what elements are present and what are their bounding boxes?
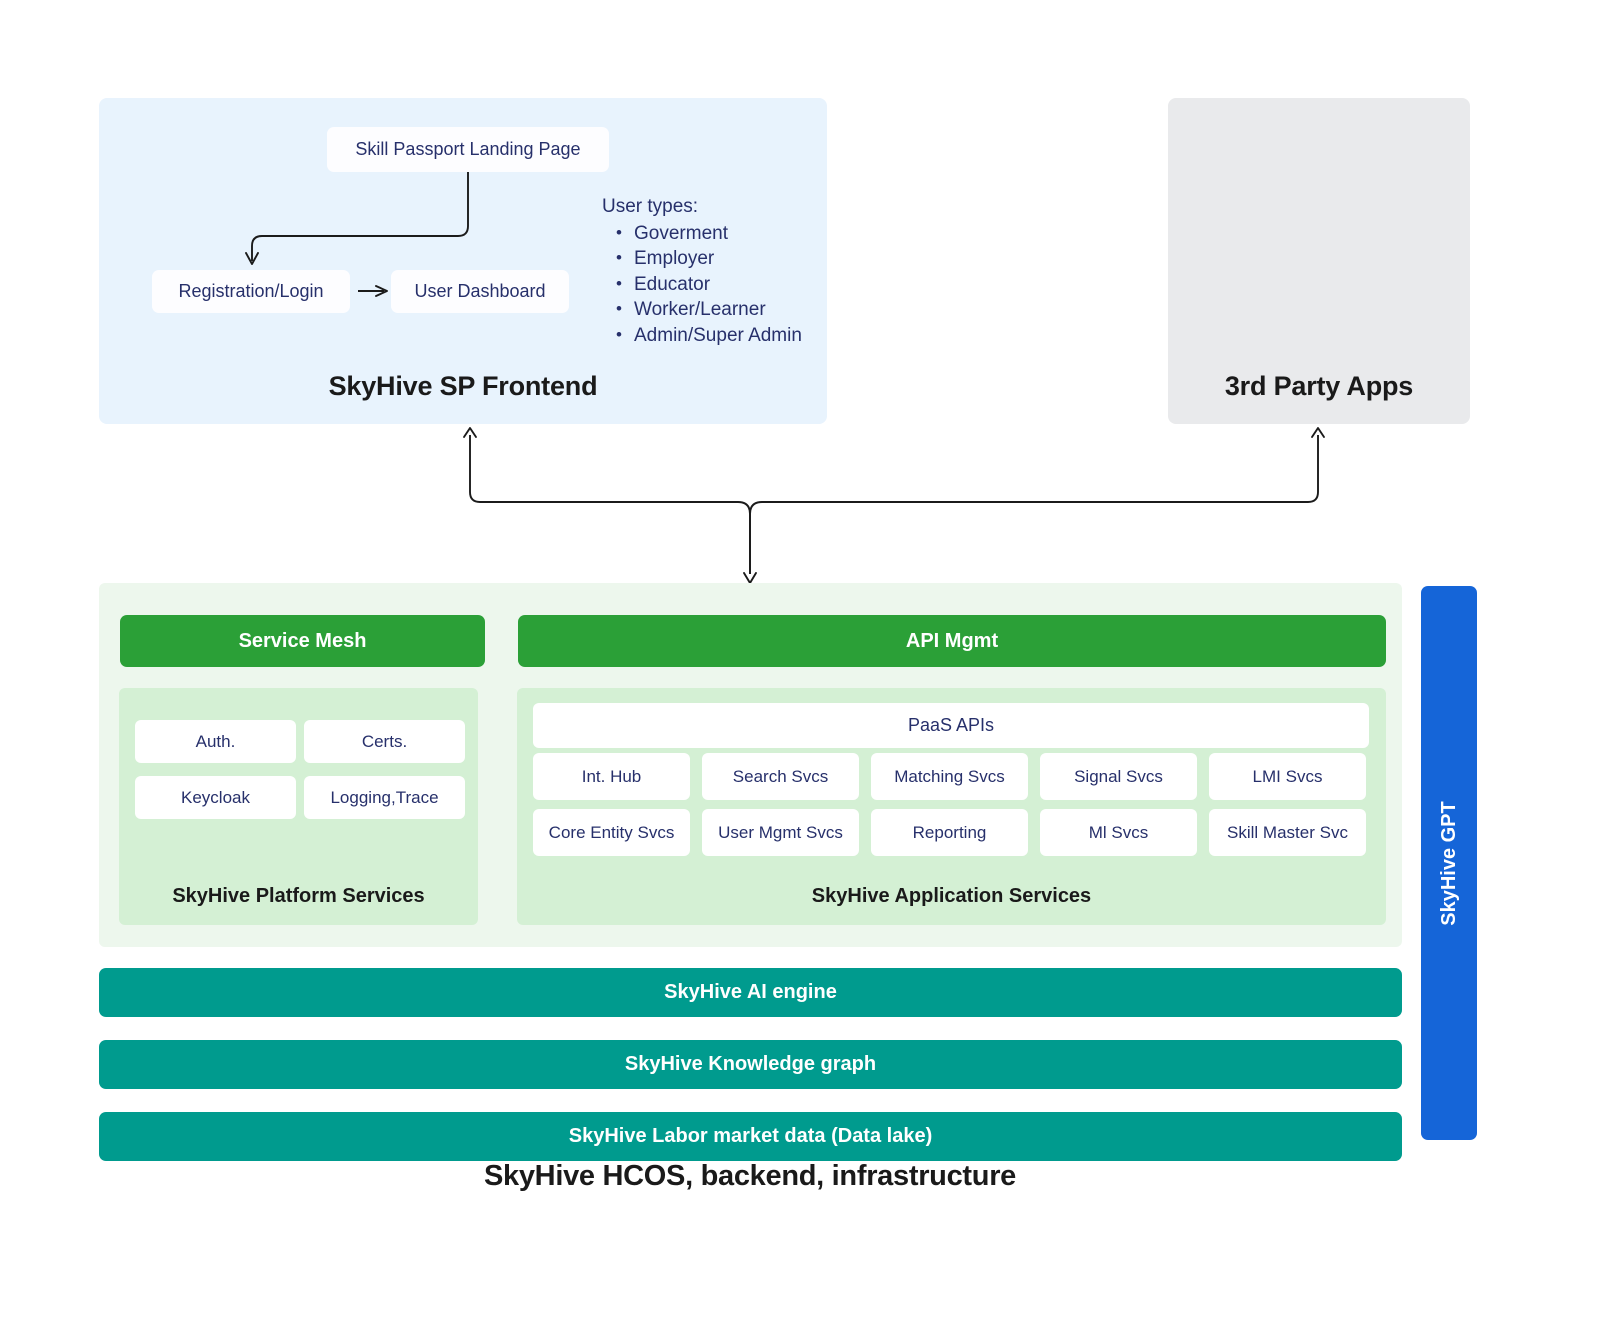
skyhive-sp-frontend-panel: Skill Passport Landing Page Registration…: [99, 98, 827, 424]
connector-thirdparty: [749, 435, 1319, 574]
app-tile-ml-svcs[interactable]: Ml Svcs: [1040, 809, 1197, 856]
service-mesh-bar[interactable]: Service Mesh: [120, 615, 485, 667]
app-tile-lmi-svcs[interactable]: LMI Svcs: [1209, 753, 1366, 800]
app-tile-matching-svcs[interactable]: Matching Svcs: [871, 753, 1028, 800]
connector-landing-to-registration: [251, 172, 469, 261]
arrowhead-dashboard: [375, 285, 388, 297]
arrowhead-down-backend: [743, 572, 757, 584]
app-tile-core-entity-svcs[interactable]: Core Entity Svcs: [533, 809, 690, 856]
app-tile-int-hub[interactable]: Int. Hub: [533, 753, 690, 800]
app-tile-signal-svcs[interactable]: Signal Svcs: [1040, 753, 1197, 800]
platform-tile-auth[interactable]: Auth.: [135, 720, 296, 763]
user-type-item: Employer: [616, 245, 802, 272]
platform-tile-certs[interactable]: Certs.: [304, 720, 465, 763]
footer-caption: SkyHive HCOS, backend, infrastructure: [483, 1160, 1017, 1192]
user-types-items: Goverment Employer Educator Worker/Learn…: [602, 220, 802, 349]
arrowhead-registration: [245, 252, 259, 265]
user-type-item: Goverment: [616, 220, 802, 247]
app-tile-search-svcs[interactable]: Search Svcs: [702, 753, 859, 800]
arrowhead-up-thirdparty: [1311, 427, 1325, 438]
skyhive-application-services-panel: PaaS APIs Int. Hub Search Svcs Matching …: [517, 688, 1386, 925]
user-dashboard-box[interactable]: User Dashboard: [391, 270, 569, 313]
app-tile-user-mgmt-svcs[interactable]: User Mgmt Svcs: [702, 809, 859, 856]
application-services-title: SkyHive Application Services: [811, 885, 1092, 907]
skyhive-gpt-label: SkyHive GPT: [1437, 800, 1460, 926]
app-tile-skill-master-svc[interactable]: Skill Master Svc: [1209, 809, 1366, 856]
third-party-panel-title: 3rd Party Apps: [1224, 371, 1414, 401]
user-type-item: Worker/Learner: [616, 296, 802, 323]
backend-services-panel: Service Mesh API Mgmt Auth. Certs. Keycl…: [99, 583, 1402, 947]
skyhive-labor-market-data-bar[interactable]: SkyHive Labor market data (Data lake): [99, 1112, 1402, 1161]
platform-tile-keycloak[interactable]: Keycloak: [135, 776, 296, 819]
skyhive-knowledge-graph-bar[interactable]: SkyHive Knowledge graph: [99, 1040, 1402, 1089]
user-types-list: User types: Goverment Employer Educator …: [602, 194, 802, 349]
arrowhead-up-frontend: [463, 427, 477, 438]
skyhive-platform-services-panel: Auth. Certs. Keycloak Logging,Trace SkyH…: [119, 688, 478, 925]
user-types-heading: User types:: [602, 196, 699, 217]
skyhive-gpt-bar[interactable]: SkyHive GPT: [1421, 586, 1477, 1140]
registration-login-box[interactable]: Registration/Login: [152, 270, 350, 313]
platform-services-title: SkyHive Platform Services: [172, 885, 425, 907]
frontend-panel-title: SkyHive SP Frontend: [328, 371, 598, 401]
connector-frontend: [469, 435, 751, 574]
user-type-item: Educator: [616, 271, 802, 298]
skyhive-ai-engine-bar[interactable]: SkyHive AI engine: [99, 968, 1402, 1017]
api-mgmt-bar[interactable]: API Mgmt: [518, 615, 1386, 667]
skill-passport-landing-page-box[interactable]: Skill Passport Landing Page: [327, 127, 609, 172]
paas-apis-tile[interactable]: PaaS APIs: [533, 703, 1369, 748]
app-tile-reporting[interactable]: Reporting: [871, 809, 1028, 856]
third-party-apps-panel: 3rd Party Apps: [1168, 98, 1470, 424]
frontend-flow-arrows: [245, 172, 469, 297]
user-type-item: Admin/Super Admin: [616, 322, 802, 349]
platform-tile-logging-trace[interactable]: Logging,Trace: [304, 776, 465, 819]
